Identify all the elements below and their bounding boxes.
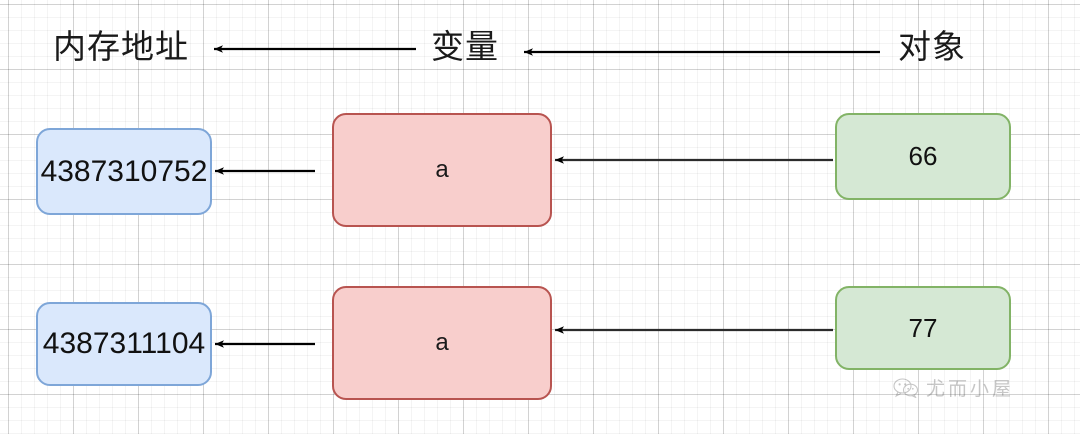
memory-address-box-row-2[interactable]: 4387311104 [36,302,212,386]
header-label-memory-address: 内存地址 [53,27,189,66]
watermark: 尤而小屋 [893,374,1014,401]
object-value-row-1: 66 [908,141,938,171]
variable-name-row-1: a [435,156,449,183]
object-value-row-2: 77 [908,312,938,343]
memory-address-box-row-1[interactable]: 4387310752 [36,128,212,215]
header-label-variable: 变量 [431,27,499,66]
variable-name-row-2: a [435,329,449,356]
memory-address-value-row-1: 4387310752 [40,154,208,188]
memory-address-value-row-2: 4387311104 [42,327,206,360]
variable-box-row-1[interactable]: a [332,113,552,227]
header-label-object: 对象 [898,27,966,66]
variable-box-row-2[interactable]: a [332,286,552,400]
wechat-icon [893,377,919,398]
watermark-text: 尤而小屋 [926,378,1015,400]
object-box-row-1[interactable]: 66 [835,113,1011,200]
object-box-row-2[interactable]: 77 [835,286,1011,370]
